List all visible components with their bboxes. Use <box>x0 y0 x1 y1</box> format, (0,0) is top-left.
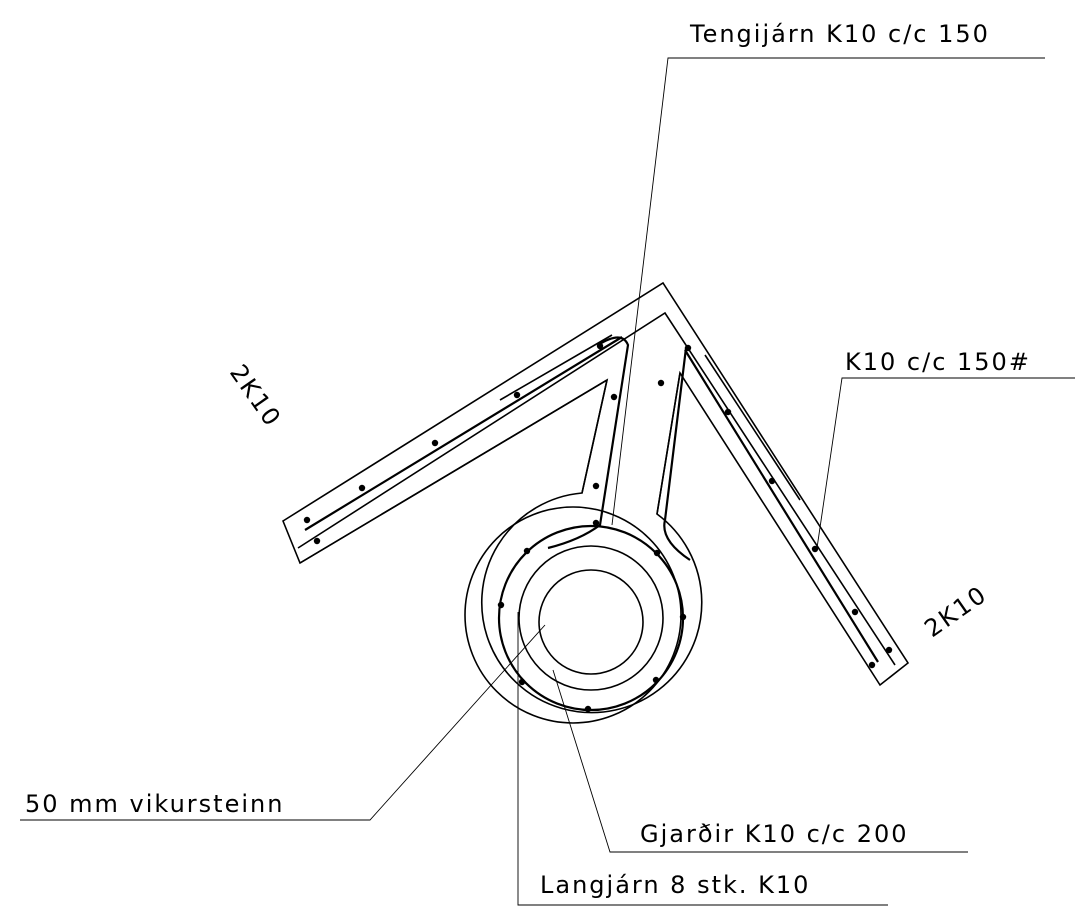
tengijarn-label: Tengijárn K10 c/c 150 <box>689 20 990 48</box>
rebar-dot <box>431 439 439 447</box>
rebar-dot <box>518 678 526 686</box>
langjarn-leader <box>517 612 888 906</box>
rebar-dots <box>303 342 893 713</box>
rebar-dot <box>885 646 893 654</box>
rebar-dot <box>684 344 692 352</box>
left-arm-rebar-2 <box>499 334 613 401</box>
langjarn-label: Langjárn 8 stk. K10 <box>540 871 810 899</box>
vikursteinn-label: 50 mm vikursteinn <box>25 790 284 818</box>
k10-cc-150-label: K10 c/c 150# <box>845 348 1031 376</box>
right-arm-rebar <box>684 349 879 663</box>
apex-inner-line <box>297 311 896 666</box>
rebar-dot <box>811 545 819 553</box>
rebar-dot <box>596 342 604 350</box>
rebar-dot <box>851 608 859 616</box>
rebar-dot <box>679 613 687 621</box>
notch-outline <box>581 372 681 515</box>
rebar-dot <box>523 547 531 555</box>
rebar-dot <box>653 549 661 557</box>
rebar-dot <box>303 516 311 524</box>
rebar-dot <box>592 519 600 527</box>
tengijarn-bar-left <box>547 336 630 550</box>
rebar-dot <box>768 477 776 485</box>
rebar-dot <box>497 601 505 609</box>
rebar-dot <box>584 705 592 713</box>
two-k10-right-label: 2K10 <box>919 580 992 643</box>
core-circle <box>538 569 644 675</box>
rebar-dot <box>358 484 366 492</box>
left-arm-rebar <box>304 336 623 531</box>
two-k10-left-label: 2K10 <box>224 359 287 432</box>
rebar-dot <box>513 391 521 399</box>
rebar-dot <box>592 482 600 490</box>
right-arm-rebar-2 <box>704 354 801 501</box>
tengijarn-bar-right <box>663 347 691 561</box>
vikursteinn-leader <box>20 624 546 821</box>
gjardir-leader <box>552 669 968 853</box>
inner-ring <box>518 545 664 691</box>
rebar-dot <box>657 379 665 387</box>
wall-outline <box>282 281 910 714</box>
k10-cc-150-leader <box>816 377 1075 549</box>
rebar-dot <box>313 537 321 545</box>
gjardir-label: Gjarðir K10 c/c 200 <box>640 820 909 848</box>
rebar-dot <box>610 393 618 401</box>
rebar-dot <box>724 408 732 416</box>
tengijarn-leader <box>611 57 1045 526</box>
rebar-dot <box>868 661 876 669</box>
inner-outline <box>299 379 608 564</box>
rebar-dot <box>652 676 660 684</box>
